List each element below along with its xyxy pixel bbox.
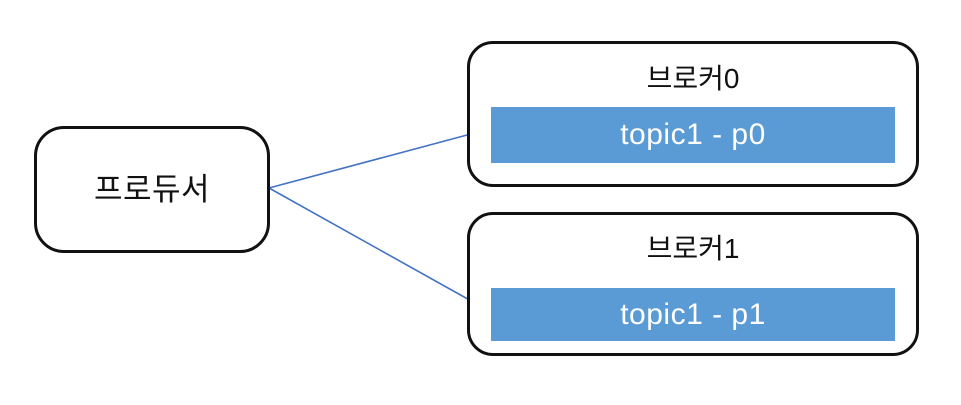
partition-label-topic1-p0: topic1 - p0: [620, 118, 766, 151]
broker-node-1[interactable]: 브로커1 topic1 - p1: [467, 212, 919, 356]
producer-node[interactable]: 프로듀서: [34, 126, 270, 253]
producer-label: 프로듀서: [93, 172, 211, 207]
connector-producer-to-broker1: [268, 187, 484, 308]
partition-label-topic1-p1: topic1 - p1: [620, 297, 766, 331]
broker-title-0: 브로커0: [646, 63, 740, 94]
broker-title-1: 브로커1: [646, 233, 740, 264]
connector-producer-to-broker0: [268, 128, 484, 189]
partition-bar-topic1-p0[interactable]: topic1 - p0: [491, 107, 895, 163]
partition-bar-topic1-p1[interactable]: topic1 - p1: [491, 288, 895, 341]
broker-node-0[interactable]: 브로커0 topic1 - p0: [467, 41, 919, 187]
